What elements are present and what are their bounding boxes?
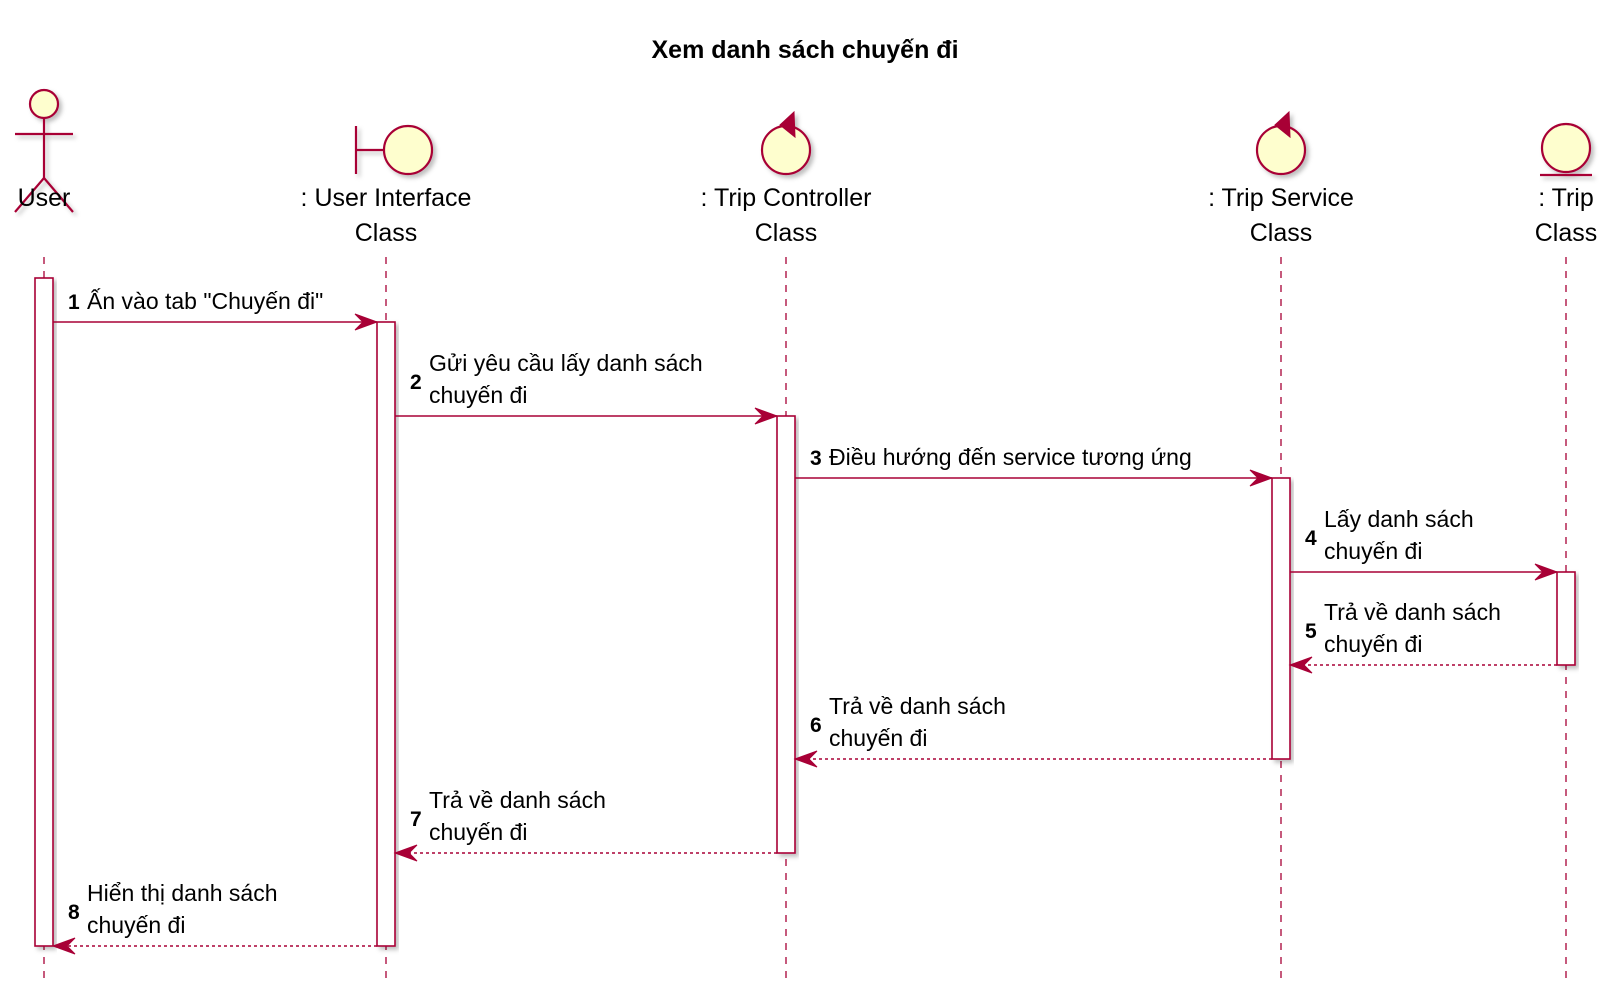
control-icon	[1255, 110, 1307, 176]
entity-icon	[1540, 122, 1592, 177]
activation-bar-user	[34, 277, 54, 947]
message-7: 7 Trả về danh sách chuyến đi	[393, 787, 777, 862]
message-number: 8	[68, 901, 80, 924]
message-label: chuyến đi	[87, 912, 185, 938]
message-3: 3 Điều hướng đến service tương ứng	[795, 444, 1274, 487]
participant-name: : User Interface	[301, 184, 472, 212]
participant-name: : Trip Service	[1208, 184, 1354, 212]
participant-name: Class	[1535, 219, 1598, 247]
message-label: Lấy danh sách	[1324, 506, 1474, 532]
message-label: Trả về danh sách	[1324, 599, 1501, 625]
participant-name: Class	[755, 219, 818, 247]
activation-bar-svc	[1271, 477, 1291, 760]
participant-user: User	[14, 88, 74, 213]
message-label: chuyến đi	[1324, 631, 1422, 657]
message-label: Trả về danh sách	[829, 693, 1006, 719]
diagram-title: Xem danh sách chuyến đi	[651, 36, 958, 64]
actor-icon	[14, 88, 74, 213]
message-number: 7	[410, 808, 422, 831]
message-number: 1	[68, 291, 80, 314]
arrowhead-icon	[1249, 469, 1274, 487]
message-label: Điều hướng đến service tương ứng	[829, 444, 1192, 470]
message-label: chuyến đi	[1324, 538, 1422, 564]
message-8: 8 Hiển thị danh sách chuyến đi	[51, 880, 377, 955]
arrowhead-icon	[393, 844, 418, 862]
participant-name: Class	[1250, 219, 1313, 247]
message-6: 6 Trả về danh sách chuyến đi	[793, 693, 1272, 768]
control-icon	[760, 110, 812, 176]
participant-name: : Trip Controller	[701, 184, 872, 212]
message-number: 4	[1305, 527, 1317, 550]
arrowhead-icon	[754, 407, 779, 425]
activation-bar-ui	[376, 321, 396, 947]
message-1: 1 Ấn vào tab "Chuyến đi"	[53, 287, 379, 331]
message-label: Gửi yêu cầu lấy danh sách	[429, 350, 703, 376]
message-label: chuyến đi	[829, 725, 927, 751]
message-label: chuyến đi	[429, 819, 527, 845]
message-label: chuyến đi	[429, 382, 527, 408]
arrowhead-icon	[354, 313, 379, 331]
participant-name: User	[18, 184, 71, 212]
message-5: 5 Trả về danh sách chuyến đi	[1288, 599, 1557, 674]
participant-name: Class	[355, 219, 418, 247]
activation-bar-ctrl	[776, 415, 796, 854]
message-label: Ấn vào tab "Chuyến đi"	[87, 287, 323, 314]
message-label: Trả về danh sách	[429, 787, 606, 813]
message-label: Hiển thị danh sách	[87, 880, 278, 906]
arrowhead-icon	[1288, 656, 1313, 674]
message-number: 3	[810, 447, 822, 470]
arrowhead-icon	[51, 937, 76, 955]
arrowhead-icon	[1534, 563, 1559, 581]
activation-bar-trip	[1556, 571, 1576, 666]
message-4: 4 Lấy danh sách chuyến đi	[1290, 506, 1559, 581]
message-number: 6	[810, 714, 822, 737]
participant-name: : Trip	[1538, 184, 1594, 212]
message-2: 2 Gửi yêu cầu lấy danh sách chuyến đi	[395, 350, 779, 425]
message-number: 5	[1305, 620, 1317, 643]
message-number: 2	[410, 371, 422, 394]
boundary-icon	[354, 124, 434, 176]
arrowhead-icon	[793, 750, 818, 768]
